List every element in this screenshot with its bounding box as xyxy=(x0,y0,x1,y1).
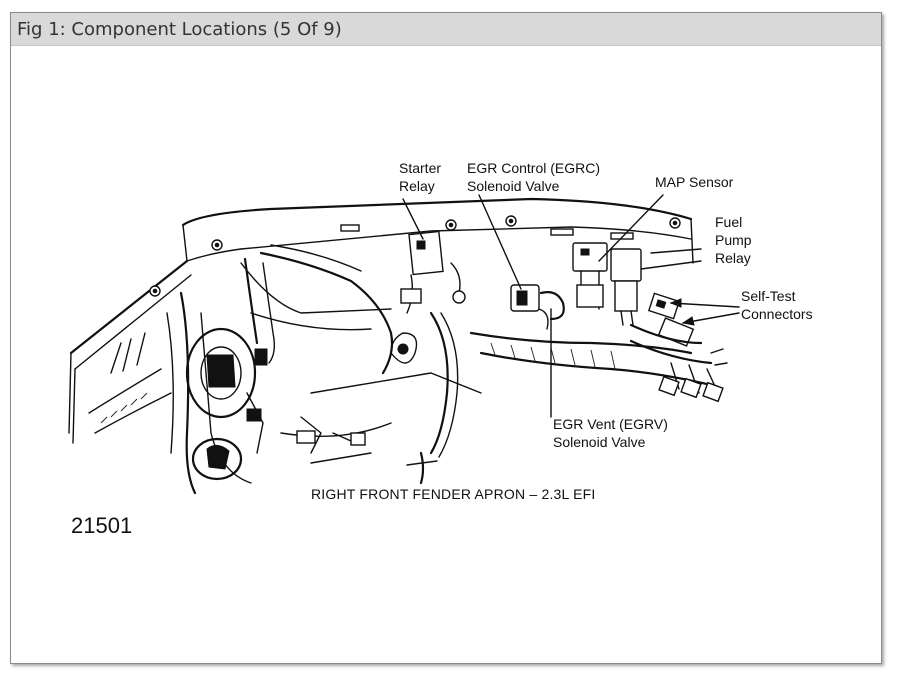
map-sensor xyxy=(572,242,608,310)
figure-window: Fig 1: Component Locations (5 Of 9) xyxy=(10,12,882,664)
fender-apron-outline xyxy=(68,197,702,484)
egrc-solenoid-valve xyxy=(510,284,565,330)
leader-lines xyxy=(402,194,740,418)
label-starter-relay-line2: Relay xyxy=(399,178,435,194)
figure-title: Fig 1: Component Locations (5 Of 9) xyxy=(17,19,342,40)
label-self-test-line1: Self-Test xyxy=(741,288,796,304)
title-bar: Fig 1: Component Locations (5 Of 9) xyxy=(11,13,881,46)
component-labels: Starter Relay EGR Control (EGRC) Solenoi… xyxy=(71,160,813,538)
label-egrc-line2: Solenoid Valve xyxy=(467,178,560,194)
label-egrv-line2: Solenoid Valve xyxy=(553,434,646,450)
label-egrc-line1: EGR Control (EGRC) xyxy=(467,160,600,176)
label-fuel-pump-line3: Relay xyxy=(715,250,751,266)
label-self-test-line2: Connectors xyxy=(741,306,813,322)
label-fuel-pump-line2: Pump xyxy=(715,232,752,248)
starter-relay xyxy=(400,230,466,314)
fuel-pump-relay xyxy=(610,248,642,326)
strut-tower-area xyxy=(110,257,366,495)
diagram-caption: RIGHT FRONT FENDER APRON – 2.3L EFI xyxy=(311,486,595,502)
self-test-connectors xyxy=(629,292,728,403)
figure-number: 21501 xyxy=(71,513,132,538)
label-starter-relay-line1: Starter xyxy=(399,160,441,176)
label-egrv-line1: EGR Vent (EGRV) xyxy=(553,416,668,432)
wiring-harness xyxy=(259,244,713,485)
component-diagram: Starter Relay EGR Control (EGRC) Solenoi… xyxy=(68,160,813,538)
label-fuel-pump-line1: Fuel xyxy=(715,214,742,230)
label-map-sensor: MAP Sensor xyxy=(655,174,734,190)
